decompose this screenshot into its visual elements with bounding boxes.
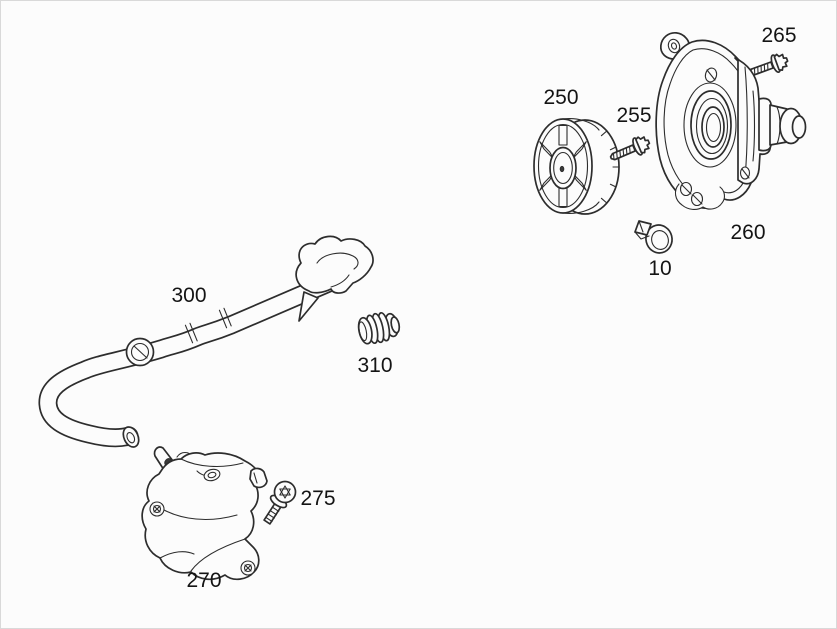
hose-elbow-end — [295, 235, 374, 294]
part-label-310[interactable]: 310 — [357, 354, 392, 377]
part-label-275[interactable]: 275 — [300, 487, 335, 510]
part-label-300[interactable]: 300 — [171, 284, 206, 307]
part-drawing-housing-260 — [655, 32, 807, 210]
part-drawing-hose-300 — [38, 235, 374, 448]
part-drawing-bracket-270 — [141, 446, 268, 581]
part-label-255[interactable]: 255 — [616, 104, 651, 127]
part-drawing-clamp-10 — [634, 220, 673, 254]
part-label-265[interactable]: 265 — [761, 24, 796, 47]
part-label-10[interactable]: 10 — [648, 257, 671, 280]
hose-end-opening — [122, 426, 140, 448]
part-label-260[interactable]: 260 — [730, 221, 765, 244]
part-label-250[interactable]: 250 — [543, 86, 578, 109]
part-drawing-screw-275 — [263, 480, 297, 525]
part-drawing-fitting-310 — [357, 311, 401, 345]
part-drawing-wheel-250 — [533, 118, 620, 215]
hose-body-fill — [40, 274, 339, 446]
part-label-270[interactable]: 270 — [186, 569, 221, 592]
hose-fin — [298, 291, 319, 322]
